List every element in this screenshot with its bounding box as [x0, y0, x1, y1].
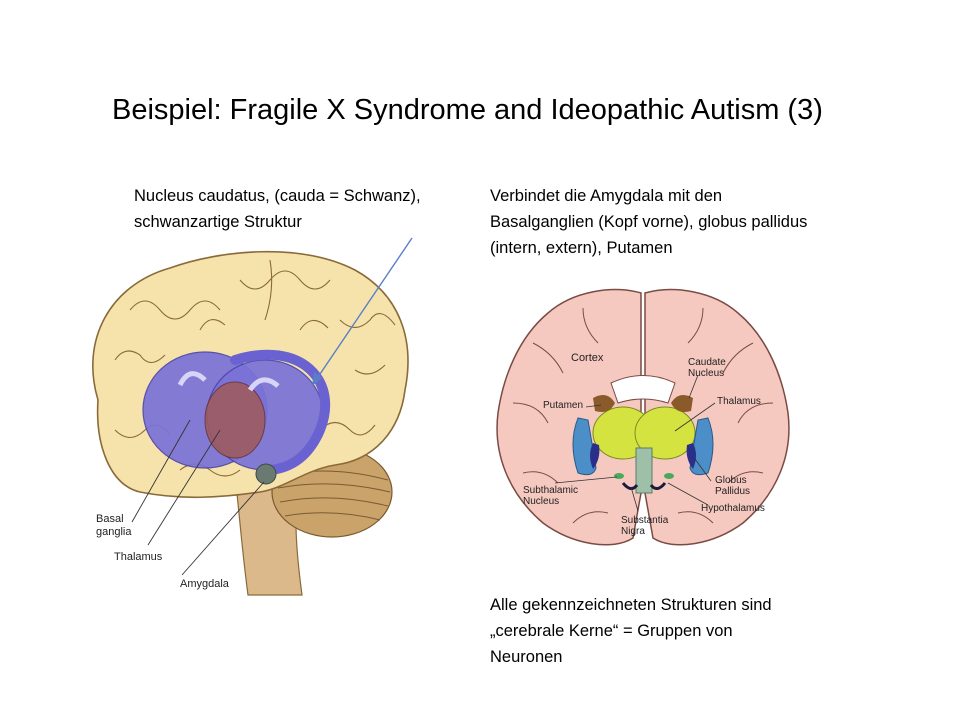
slide-title: Beispiel: Fragile X Syndrome and Ideopat…: [112, 94, 823, 126]
subthalamic-label: Nucleus: [523, 496, 559, 507]
thalamus: [204, 381, 266, 459]
substantia-nigra-right: [649, 482, 667, 490]
caudate-pointer-arrow: [312, 237, 413, 386]
hypothalamus-label: Hypothalamus: [701, 503, 765, 514]
globus-pallidus-label: Pallidus: [715, 486, 750, 497]
connection-note: Verbindet die Amygdala mit den Basalgang…: [490, 183, 880, 261]
caudate-note: Nucleus caudatus, (cauda = Schwanz), sch…: [134, 183, 474, 235]
putamen-label: Putamen: [543, 400, 583, 411]
coronal-section-diagram: Cortex Caudate Nucleus Putamen Thalamus …: [496, 288, 790, 546]
summary-note-line: „cerebrale Kerne“ = Gruppen von: [490, 622, 733, 640]
subthalamic-right: [664, 473, 674, 479]
connection-note-line: (intern, extern), Putamen: [490, 239, 673, 257]
caudate-left: [593, 394, 615, 412]
amygdala: [255, 463, 277, 485]
leader-lines: [131, 419, 265, 576]
thalamus-right: [634, 406, 696, 460]
caudate-right: [671, 394, 693, 412]
highlight: [177, 371, 207, 387]
cerebellum-folds: [277, 470, 391, 521]
globus-pallidus-label: Globus: [715, 475, 747, 486]
summary-note-line: Alle gekennzeichneten Strukturen sind: [490, 596, 772, 614]
thalamus-label: Thalamus: [114, 551, 163, 563]
summary-note: Alle gekennzeichneten Strukturen sind „c…: [490, 592, 850, 670]
caudate-label: Nucleus: [688, 368, 724, 379]
caudate-note-line: schwanzartige Struktur: [134, 213, 302, 231]
basal-ganglia-label: ganglia: [96, 526, 132, 538]
substantia-nigra-label: Substantia: [621, 515, 669, 526]
putamen-left: [572, 417, 597, 476]
right-hemisphere: [644, 288, 790, 546]
connection-note-line: Verbindet die Amygdala mit den: [490, 187, 723, 205]
highlight: [247, 377, 280, 392]
substantia-nigra-left: [621, 482, 639, 490]
cortex-sulci: [512, 307, 774, 524]
caudate-label: Caudate: [688, 357, 726, 368]
cortex-label: Cortex: [571, 352, 604, 364]
leader-lines: [554, 374, 716, 512]
subthalamic-label: Subthalamic: [523, 485, 578, 496]
left-hemisphere: [496, 288, 642, 546]
amygdala-label: Amygdala: [180, 578, 230, 590]
summary-note-line: Neuronen: [490, 648, 563, 666]
substantia-nigra-label: Nigra: [621, 526, 645, 537]
pallidus-left: [590, 443, 600, 469]
ventricle: [610, 375, 676, 404]
thalamus-label: Thalamus: [717, 396, 761, 407]
connection-note-line: Basalganglien (Kopf vorne), globus palli…: [490, 213, 808, 231]
midline: [635, 447, 653, 494]
pallidus-right: [686, 443, 696, 469]
caudate-note-line: Nucleus caudatus, (cauda = Schwanz),: [134, 187, 421, 205]
lateral-brain-diagram: Basal ganglia Thalamus Amygdala: [92, 250, 409, 596]
caudate-tail: [230, 349, 330, 475]
basal-ganglia-label: Basal: [96, 513, 124, 525]
subthalamic-left: [614, 473, 624, 479]
